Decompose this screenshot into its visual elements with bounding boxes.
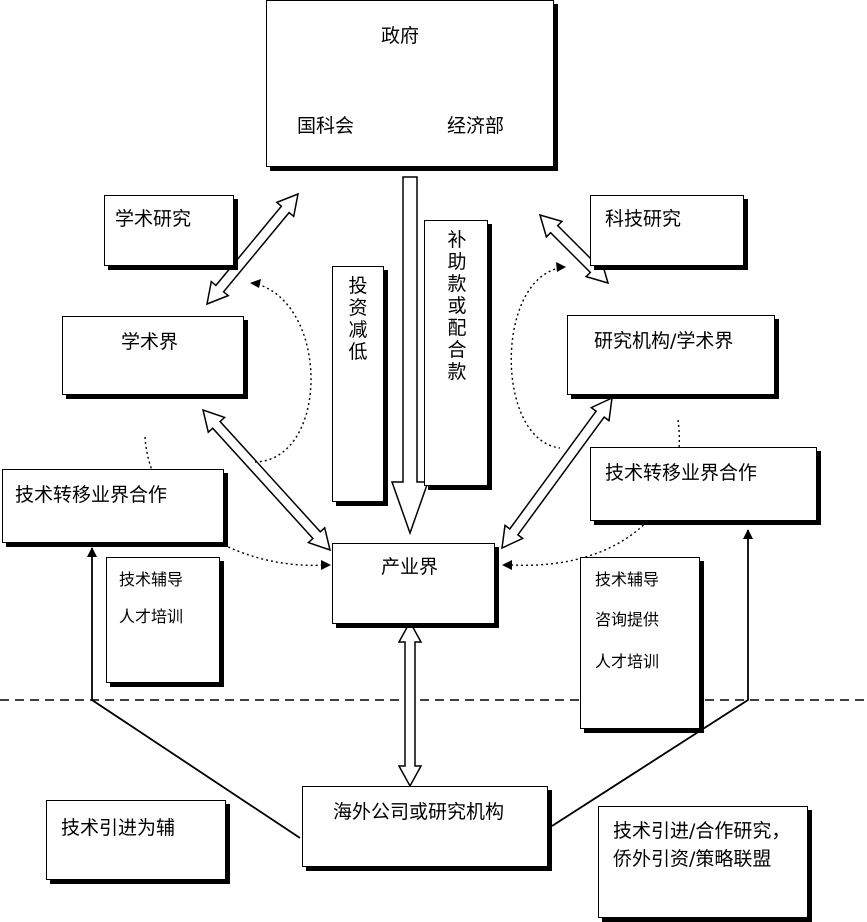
- right-import-box: 技术引进/合作研究，侨外引资/策略联盟: [598, 806, 808, 918]
- left-support-line1: 技术辅导: [119, 570, 184, 589]
- tech-research-box: 科技研究: [590, 195, 744, 266]
- government-title: 政府: [381, 25, 420, 47]
- research-institute-box: 研究机构/学术界: [567, 315, 775, 395]
- arrow-tech-research: [538, 213, 610, 285]
- academic-research-box: 学术研究: [104, 195, 234, 266]
- investment-box: 投资减低: [332, 266, 384, 502]
- dotted-curve-right-lower: [511, 419, 680, 566]
- arrow-overseas-left-transfer: [87, 547, 301, 839]
- moea-label: 经济部: [447, 115, 505, 137]
- arrow-overseas-right-transfer: [551, 529, 753, 827]
- left-tech-transfer-label: 技术转移业界合作: [15, 484, 168, 506]
- right-tech-transfer-label: 技术转移业界合作: [605, 462, 758, 484]
- dotted-curve-left-upper: [252, 282, 312, 463]
- right-support-line1: 技术辅导: [595, 570, 660, 589]
- right-import-label: 技术引进/合作研究，侨外引资/策略联盟: [613, 820, 791, 870]
- left-support-line2: 人才培训: [119, 607, 184, 626]
- academia-box: 学术界: [62, 316, 244, 395]
- academic-research-label: 学术研究: [115, 208, 192, 230]
- arrow-industry-overseas: [397, 620, 423, 788]
- right-support-box: 技术辅导 咨询提供 人才培训: [580, 557, 700, 729]
- right-support-line3: 人才培训: [595, 652, 660, 671]
- government-box: 政府 国科会 经济部: [266, 0, 554, 167]
- tech-research-label: 科技研究: [605, 208, 682, 230]
- dotted-curve-right-upper: [510, 267, 561, 449]
- arrow-research-academia: [206, 192, 299, 306]
- left-tech-transfer-box: 技术转移业界合作: [2, 469, 224, 543]
- industry-box: 产业界: [332, 543, 495, 624]
- nsc-label: 国科会: [297, 115, 355, 137]
- research-institute-label: 研究机构/学术界: [594, 330, 734, 352]
- left-support-box: 技术辅导 人才培训: [106, 557, 220, 683]
- left-import-box: 技术引进为辅: [46, 800, 226, 880]
- left-import-label: 技术引进为辅: [61, 817, 176, 839]
- dotted-curve-left-lower: [144, 436, 326, 567]
- subsidy-label: 补助款或配合款: [447, 229, 467, 383]
- overseas-box: 海外公司或研究机构: [302, 786, 548, 867]
- right-support-line2: 咨询提供: [595, 610, 660, 629]
- right-tech-transfer-box: 技术转移业界合作: [590, 447, 817, 521]
- industry-label: 产业界: [381, 556, 439, 578]
- investment-label: 投资减低: [348, 275, 368, 363]
- overseas-label: 海外公司或研究机构: [333, 801, 505, 823]
- arrow-gov-industry: [390, 176, 430, 536]
- arrow-academia-industry: [201, 408, 332, 552]
- arrow-institute-industry: [501, 396, 613, 550]
- academia-label: 学术界: [121, 331, 179, 353]
- subsidy-box: 补助款或配合款: [424, 220, 488, 486]
